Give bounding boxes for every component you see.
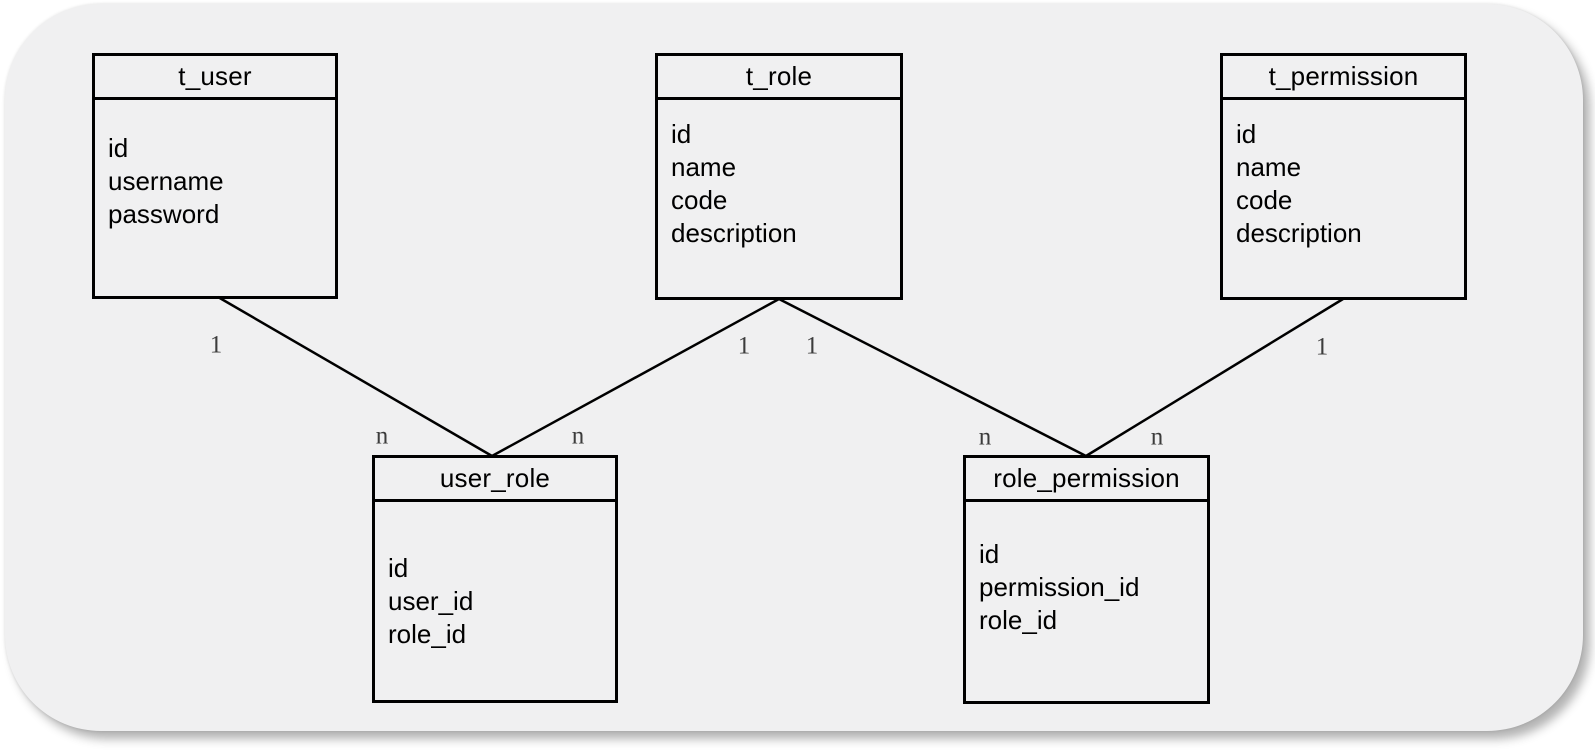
field-row: user_id: [388, 586, 474, 616]
field-row: description: [671, 218, 797, 248]
field-row: name: [1236, 152, 1302, 182]
cardinality-label: 1: [805, 332, 819, 360]
entity-t-role: t_role id name code description: [655, 53, 903, 300]
entity-user-role-title: user_role: [375, 458, 615, 502]
entity-role-permission: role_permission id permission_id role_id: [963, 455, 1210, 704]
field-row: code: [1236, 185, 1293, 215]
field-row: name: [671, 152, 737, 182]
entity-role-permission-title: role_permission: [966, 458, 1207, 502]
entity-t-permission: t_permission id name code description: [1220, 53, 1467, 300]
field-row: id: [671, 119, 692, 149]
entity-t-user: t_user id username password: [92, 53, 338, 299]
field-row: permission_id: [979, 572, 1140, 602]
field-row: username: [108, 166, 224, 196]
cardinality-label: n: [1150, 423, 1164, 451]
field-row: id: [108, 133, 129, 163]
field-row: role_id: [979, 605, 1058, 635]
cardinality-label: n: [978, 423, 992, 451]
field-row: code: [671, 185, 728, 215]
field-row: id: [979, 539, 1000, 569]
cardinality-label: n: [571, 422, 585, 450]
entity-user-role: user_role id user_id role_id: [372, 455, 618, 703]
entity-t-role-title: t_role: [658, 56, 900, 100]
field-row: role_id: [388, 619, 467, 649]
field-row: id: [388, 553, 409, 583]
field-row: description: [1236, 218, 1362, 248]
cardinality-label: 1: [1315, 333, 1329, 361]
cardinality-label: n: [375, 422, 389, 450]
cardinality-label: 1: [209, 331, 223, 359]
entity-t-user-title: t_user: [95, 56, 335, 100]
field-row: id: [1236, 119, 1257, 149]
entity-t-permission-title: t_permission: [1223, 56, 1464, 100]
field-row: password: [108, 199, 220, 229]
cardinality-label: 1: [737, 332, 751, 360]
